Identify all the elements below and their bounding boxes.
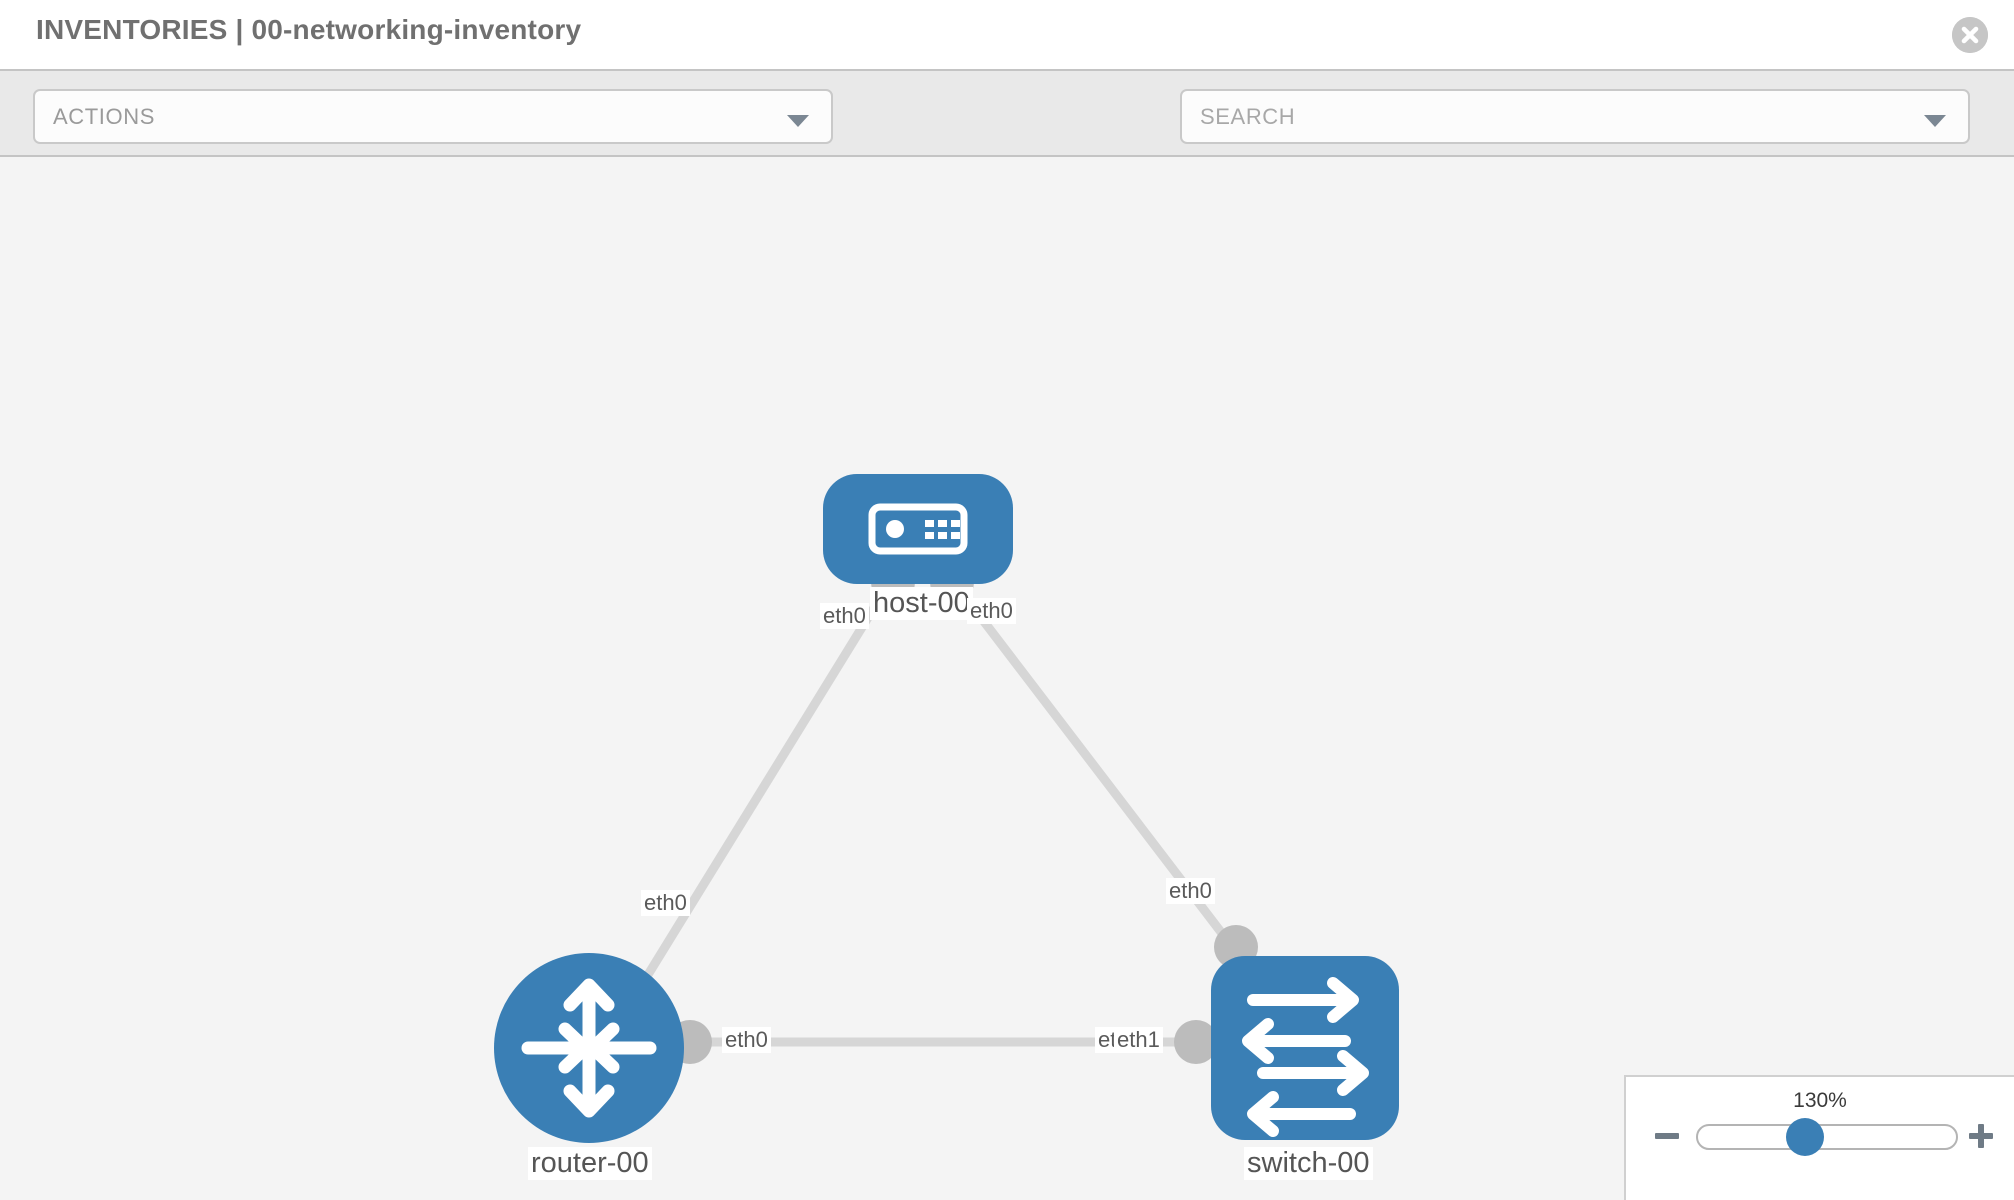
topology-canvas[interactable]: host-00 router-00 switch-00 eth0 eth0 et… [0,157,2014,1200]
actions-dropdown[interactable]: ACTIONS [33,89,833,144]
link-label-host-eth0-right: eth0 [967,598,1016,624]
connector-switch-eth1 [1174,1020,1218,1064]
search-chevron-down-icon[interactable] [1924,115,1946,127]
link-label-switch-eth1: eth1 [1114,1027,1163,1053]
search-placeholder: SEARCH [1200,104,1296,129]
node-switch-00 [1211,956,1399,1140]
link-label-router-eth0: eth0 [722,1027,771,1053]
close-icon[interactable] [1952,17,1988,53]
link-label-host-eth0-left: eth0 [820,603,869,629]
node-router-00 [494,953,684,1143]
zoom-slider-track[interactable] [1696,1124,1958,1150]
minus-icon[interactable] [1652,1121,1682,1151]
node-label-router-00: router-00 [528,1147,652,1180]
node-host-00 [823,474,1013,584]
link-host-router [621,574,897,1015]
zoom-level-label: 130% [1793,1089,1847,1112]
topology-graph [494,474,1399,1143]
toolbar: ACTIONS SEARCH [0,69,2014,198]
page-title: INVENTORIES | 00-networking-inventory [36,14,582,45]
link-label-switch-eth0-uplink: eth0 [1166,878,1215,904]
page-header: INVENTORIES | 00-networking-inventory [0,0,2014,69]
node-label-host-00: host-00 [870,587,973,620]
node-label-switch-00: switch-00 [1244,1147,1373,1180]
zoom-slider-thumb[interactable] [1786,1118,1824,1156]
actions-dropdown-label: ACTIONS [53,104,155,129]
search-input[interactable]: SEARCH [1180,89,1970,144]
zoom-control-panel: 130% [1624,1075,2014,1200]
chevron-down-icon [787,115,809,127]
link-label-router-eth0-uplink: eth0 [641,890,690,916]
plus-icon[interactable] [1966,1121,1996,1151]
